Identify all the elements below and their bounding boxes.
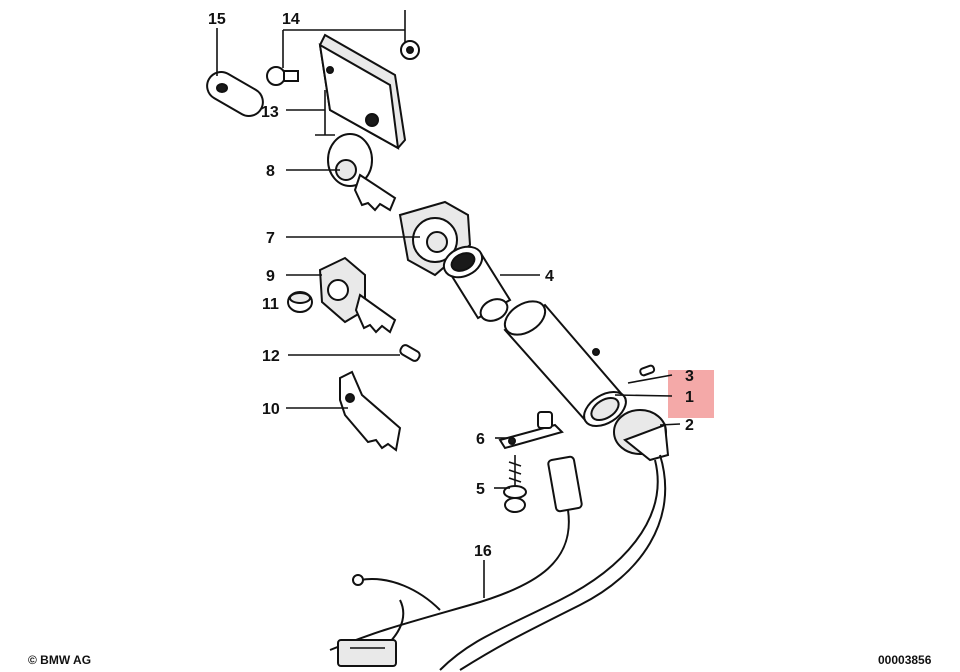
part-6-bracket[interactable] (498, 411, 564, 450)
part-10-key-blank[interactable] (339, 370, 402, 452)
part-11-cap[interactable] (287, 291, 313, 313)
callout-2: 2 (685, 417, 694, 434)
part-15-pad[interactable] (202, 67, 268, 121)
callout-16: 16 (474, 543, 492, 560)
callout-3: 3 (685, 368, 694, 385)
callout-5: 5 (476, 481, 485, 498)
part-14-nut-right[interactable] (400, 40, 420, 60)
callout-4: 4 (545, 268, 554, 285)
part-5-screw[interactable] (503, 455, 527, 513)
callout-6: 6 (476, 431, 485, 448)
part-14-screw-left[interactable] (266, 66, 299, 86)
callout-12: 12 (262, 348, 280, 365)
part-9-key[interactable] (318, 256, 397, 334)
callout-1: 1 (685, 389, 694, 406)
callout-10: 10 (262, 401, 280, 418)
highlight-box (668, 370, 714, 418)
part-2-switch[interactable] (613, 409, 670, 462)
callout-15: 15 (208, 11, 226, 28)
diagram-number: 00003856 (878, 653, 932, 667)
leader-lines (216, 10, 681, 598)
part-1-housing[interactable] (499, 294, 632, 433)
part-8-lock-with-key[interactable] (327, 133, 397, 212)
callout-8: 8 (266, 163, 275, 180)
part-12-bolt[interactable] (399, 344, 421, 363)
part-16-wiring-harness[interactable] (329, 454, 667, 671)
callout-7: 7 (266, 230, 275, 247)
part-4-lock-barrel[interactable] (439, 241, 512, 325)
copyright-text: © BMW AG (28, 653, 91, 667)
part-3-pin[interactable] (639, 364, 656, 377)
callout-14: 14 (282, 11, 300, 28)
callout-9: 9 (266, 268, 275, 285)
callout-13: 13 (261, 104, 279, 121)
part-13-cover-plate[interactable] (318, 33, 407, 150)
callout-11: 11 (262, 296, 279, 313)
